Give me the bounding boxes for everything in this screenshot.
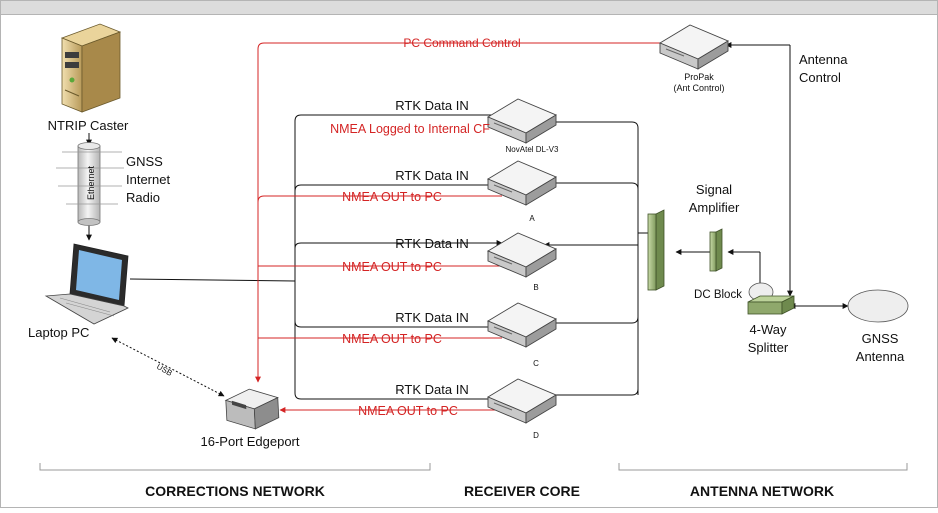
rtk-data-label-3: RTK Data IN <box>395 236 468 251</box>
usb-label: USB <box>155 362 174 378</box>
pc-command-label: PC Command Control <box>403 36 520 50</box>
receiver-b-label: B <box>533 283 538 292</box>
antenna-control-label-line1: Antenna <box>799 52 848 67</box>
signal-amp-label-line1: Signal <box>696 182 732 197</box>
nmea-cf-label: NMEA Logged to Internal CF <box>330 122 490 136</box>
section-receiver-core: RECEIVER CORE <box>464 483 580 499</box>
dlv3-label: NovAtel DL-V3 <box>506 145 559 154</box>
ntrip-caster-label: NTRIP Caster <box>48 118 129 133</box>
ethernet-label: Ethernet <box>86 165 96 200</box>
dc-block-label: DC Block <box>694 289 742 301</box>
receiver-d-label: D <box>533 431 539 440</box>
ethernet-cloud-icon <box>56 142 124 226</box>
rf-splitter-bar-icon <box>647 209 665 291</box>
receiver-a-label: A <box>529 214 535 223</box>
section-corrections-network: CORRECTIONS NETWORK <box>145 483 325 499</box>
red-wiring <box>255 42 664 413</box>
receiver-c-icon <box>487 302 557 348</box>
frame-header-band <box>0 0 938 15</box>
nmea-pc-label-a: NMEA OUT to PC <box>342 190 442 204</box>
gnss-antenna-icon <box>847 289 909 323</box>
propak-label: ProPak <box>684 72 714 82</box>
signal-amplifier-icon <box>709 228 723 272</box>
nmea-pc-label-d: NMEA OUT to PC <box>358 404 458 418</box>
section-brackets <box>39 463 908 471</box>
receiver-dlv3-icon <box>487 98 557 144</box>
server-icon <box>60 23 122 113</box>
signal-amp-label-line2: Amplifier <box>689 200 740 215</box>
section-antenna-network: ANTENNA NETWORK <box>690 483 834 499</box>
propak-sub-label: (Ant Control) <box>673 83 724 93</box>
edgeport-label: 16-Port Edgeport <box>200 434 299 449</box>
nmea-pc-label-c: NMEA OUT to PC <box>342 332 442 346</box>
rtk-data-label-2: RTK Data IN <box>395 168 468 183</box>
antenna-control-label-line2: Control <box>799 70 841 85</box>
laptop-icon <box>44 243 129 325</box>
receiver-c-label: C <box>533 359 539 368</box>
rtk-data-label-5: RTK Data IN <box>395 382 468 397</box>
gnss-antenna-label-line1: GNSS <box>862 331 899 346</box>
edgeport-device-icon <box>224 388 280 430</box>
gnss-antenna-label-line2: Antenna <box>856 349 905 364</box>
receiver-d-icon <box>487 378 557 424</box>
rtk-data-label-1: RTK Data IN <box>395 98 468 113</box>
black-wiring <box>86 42 849 402</box>
gnss-radio-label-line3: Radio <box>126 190 160 205</box>
propak-receiver-icon <box>659 24 729 70</box>
nmea-pc-label-b: NMEA OUT to PC <box>342 260 442 274</box>
rtk-data-label-4: RTK Data IN <box>395 310 468 325</box>
receiver-a-icon <box>487 160 557 206</box>
laptop-pc-label: Laptop PC <box>28 325 89 340</box>
four-way-splitter-icon <box>747 295 795 315</box>
gnss-radio-label-line1: GNSS <box>126 154 163 169</box>
gnss-radio-label-line2: Internet <box>126 172 170 187</box>
splitter-label-line2: Splitter <box>748 340 789 355</box>
splitter-label-line1: 4-Way <box>749 322 787 337</box>
receiver-b-icon <box>487 232 557 278</box>
